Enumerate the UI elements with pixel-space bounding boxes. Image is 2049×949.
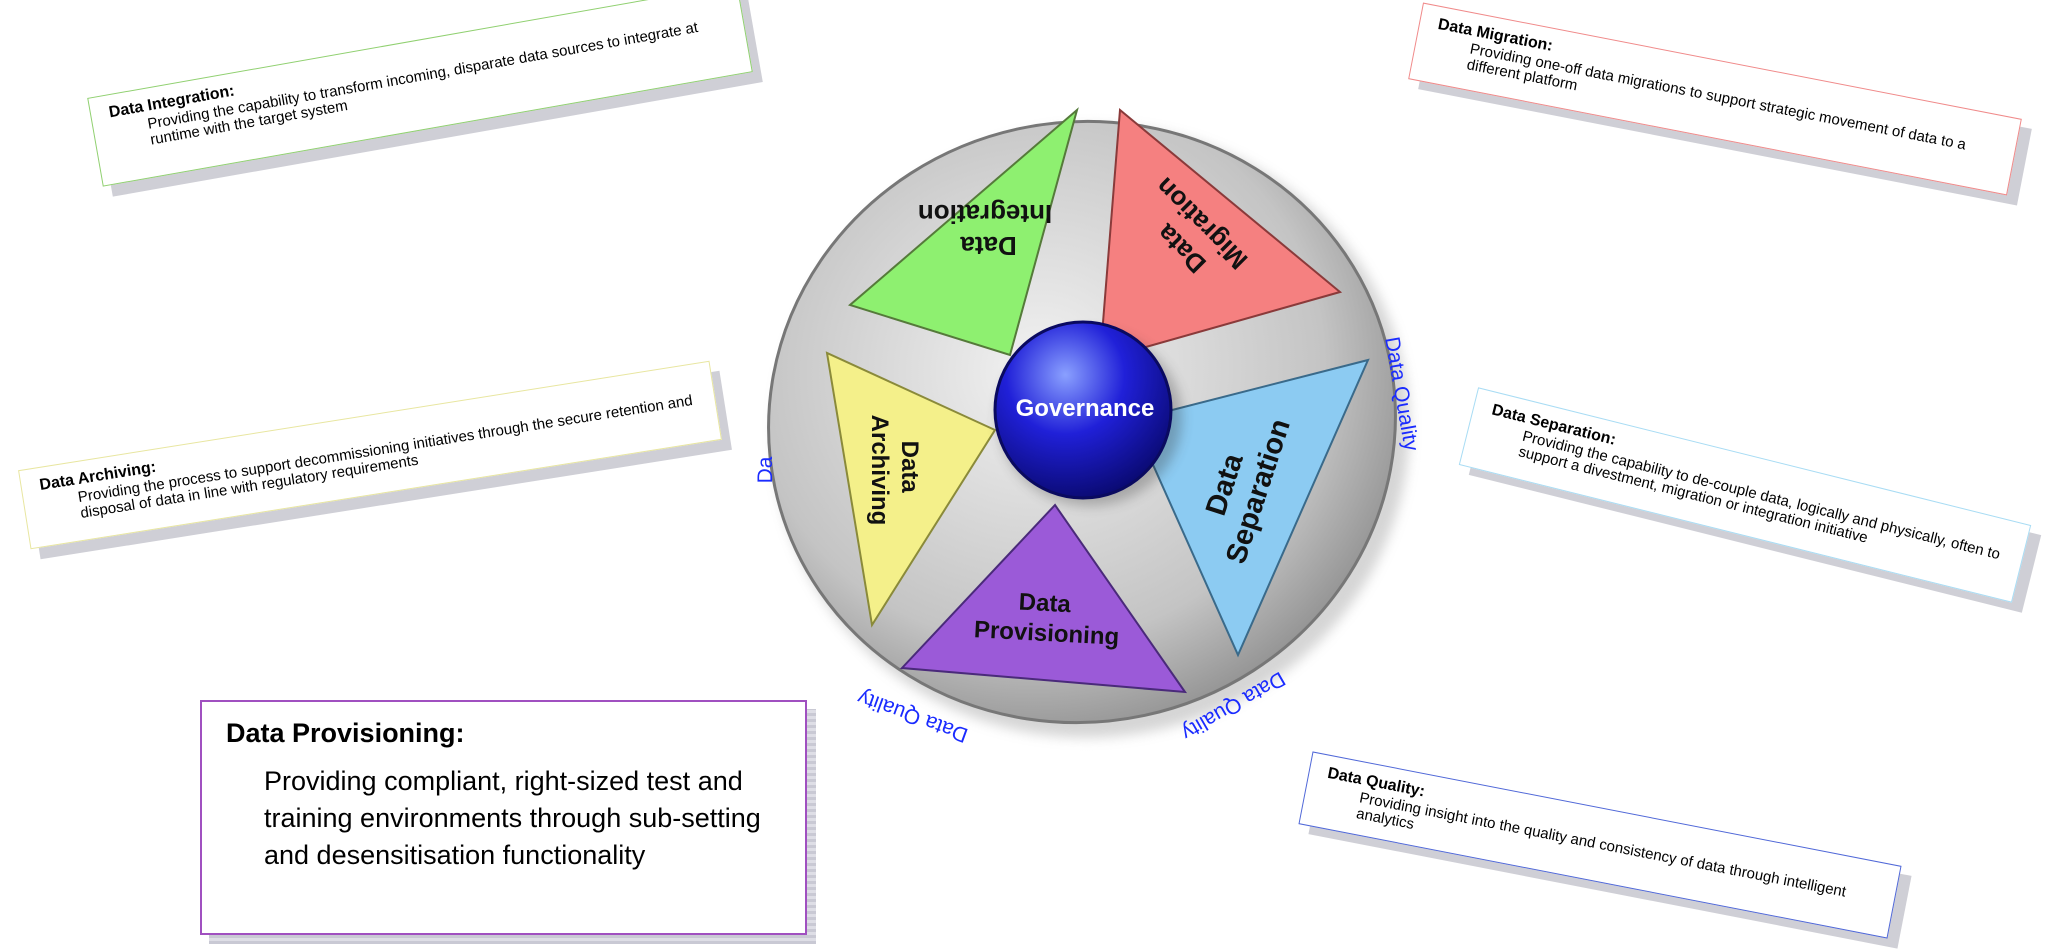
governance-label: Governance (1016, 395, 1155, 422)
card-provisioning: Data Provisioning: Providing compliant, … (200, 700, 807, 935)
card-provisioning-title: Data Provisioning: (226, 718, 465, 748)
segment-integration (847, 107, 1079, 357)
segment-archiving (825, 351, 997, 628)
segment-separation (1131, 358, 1370, 658)
governance-hub (993, 320, 1173, 500)
card-provisioning-desc: Providing compliant, right-sized test an… (264, 766, 761, 870)
segment-archiving-label: Data Archiving (866, 415, 923, 526)
segment-migration (1098, 108, 1343, 362)
segment-integration-label: Data Integration (918, 199, 1052, 261)
segment-provisioning (899, 503, 1188, 694)
ring-label-left: Da (754, 456, 777, 483)
